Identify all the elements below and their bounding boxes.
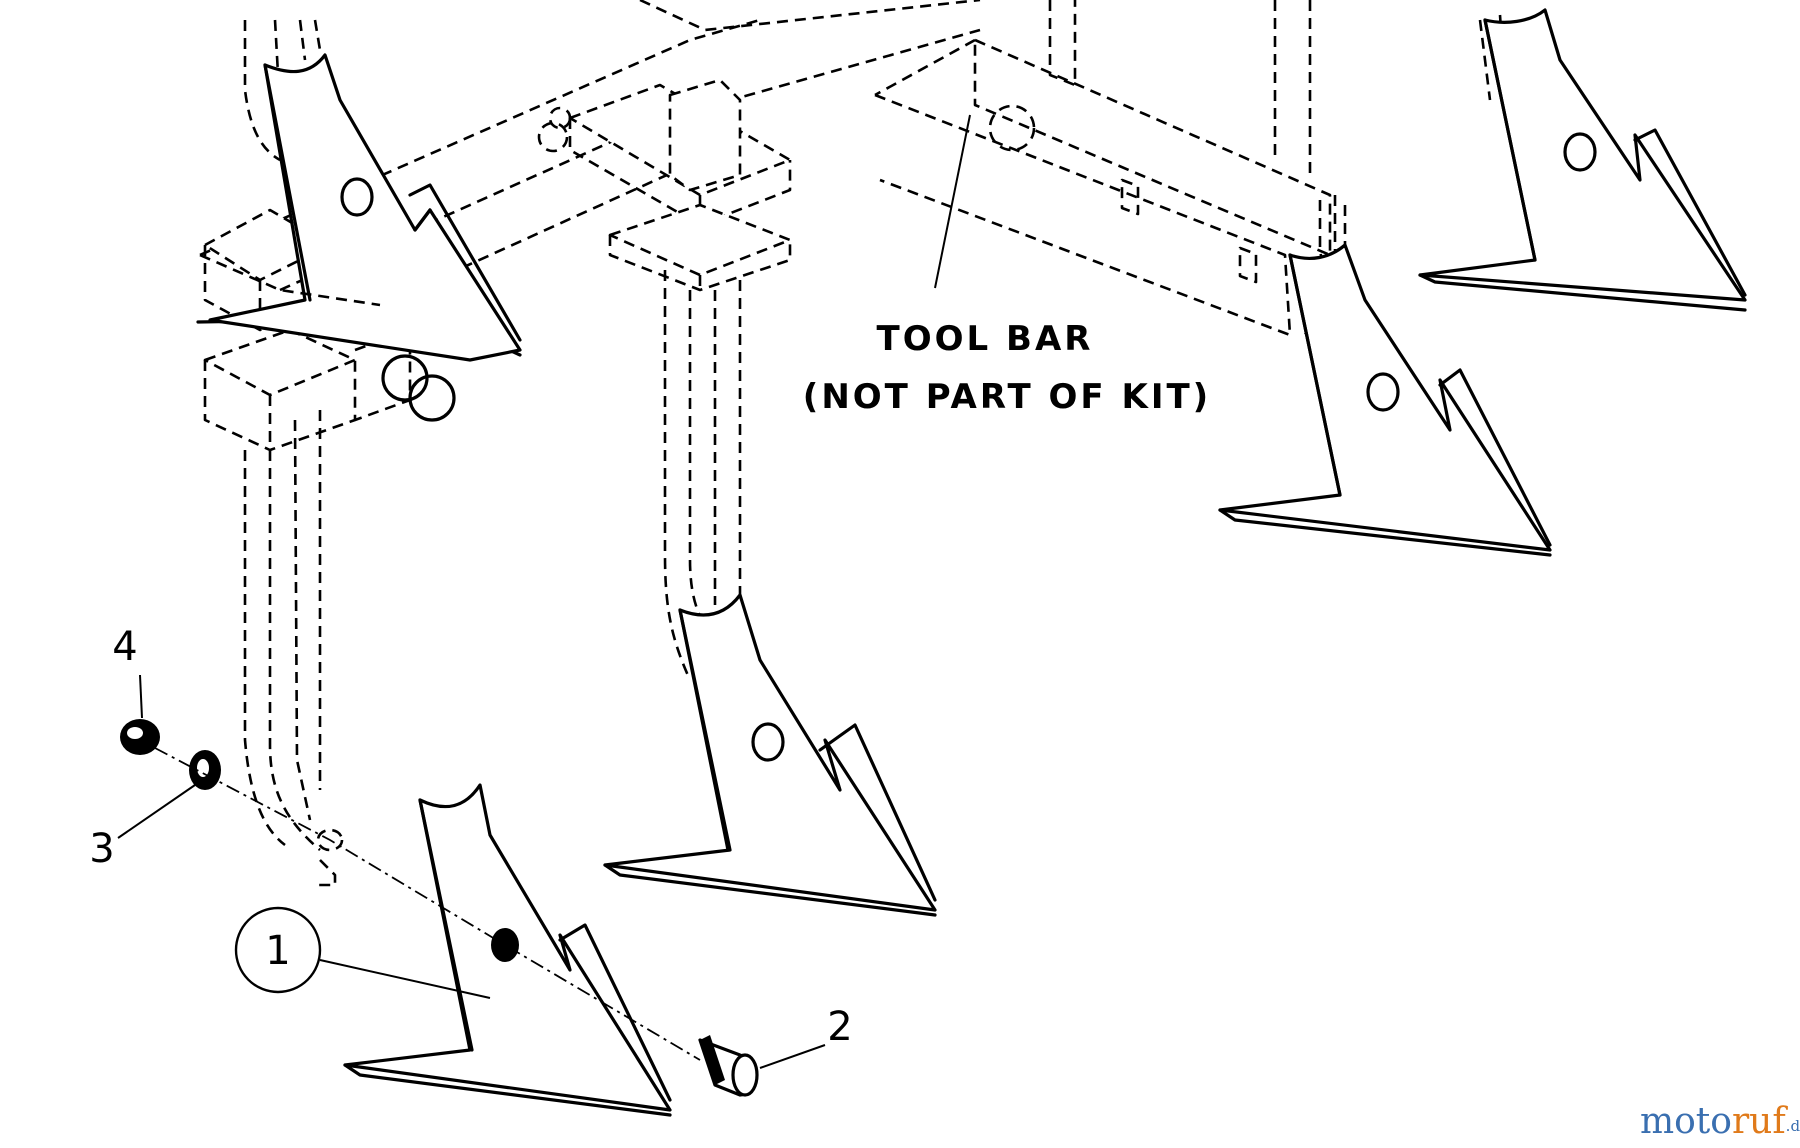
shank-left [243, 410, 344, 887]
sweep-middle [603, 593, 937, 917]
shank-right [1303, 200, 1347, 336]
mounting-hole [491, 928, 519, 962]
tool-bar-note: TOOL BAR (NOT PART OF KIT) [803, 114, 1211, 417]
part-number-3: 3 [89, 826, 114, 872]
bolt-part-2 [698, 1035, 759, 1097]
callout-part-3: 3 [89, 784, 196, 872]
callout-part-1: 1 [234, 906, 491, 999]
lock-washer-part-3 [189, 750, 221, 790]
nut-part-4 [120, 719, 160, 755]
sweep-upper-left [199, 53, 522, 362]
watermark-logo: motoruf.de [1640, 1101, 1800, 1142]
sweep-exploded-part-1 [343, 783, 672, 1117]
sweep-upper-right [1418, 8, 1747, 312]
tool-bar-note-line2: (NOT PART OF KIT) [803, 377, 1211, 417]
tool-bar-clamp-middle [568, 78, 792, 292]
watermark-text: motoruf.de [1640, 1101, 1800, 1142]
sweep-right [1218, 243, 1552, 557]
callout-part-4: 4 [112, 624, 143, 719]
part-number-1: 1 [265, 928, 290, 974]
tool-bar-note-line1: TOOL BAR [877, 319, 1094, 359]
callout-part-2: 2 [759, 1004, 853, 1069]
part-number-2: 2 [827, 1004, 852, 1050]
assembly-centerline [154, 747, 701, 1061]
part-number-4: 4 [112, 624, 137, 670]
